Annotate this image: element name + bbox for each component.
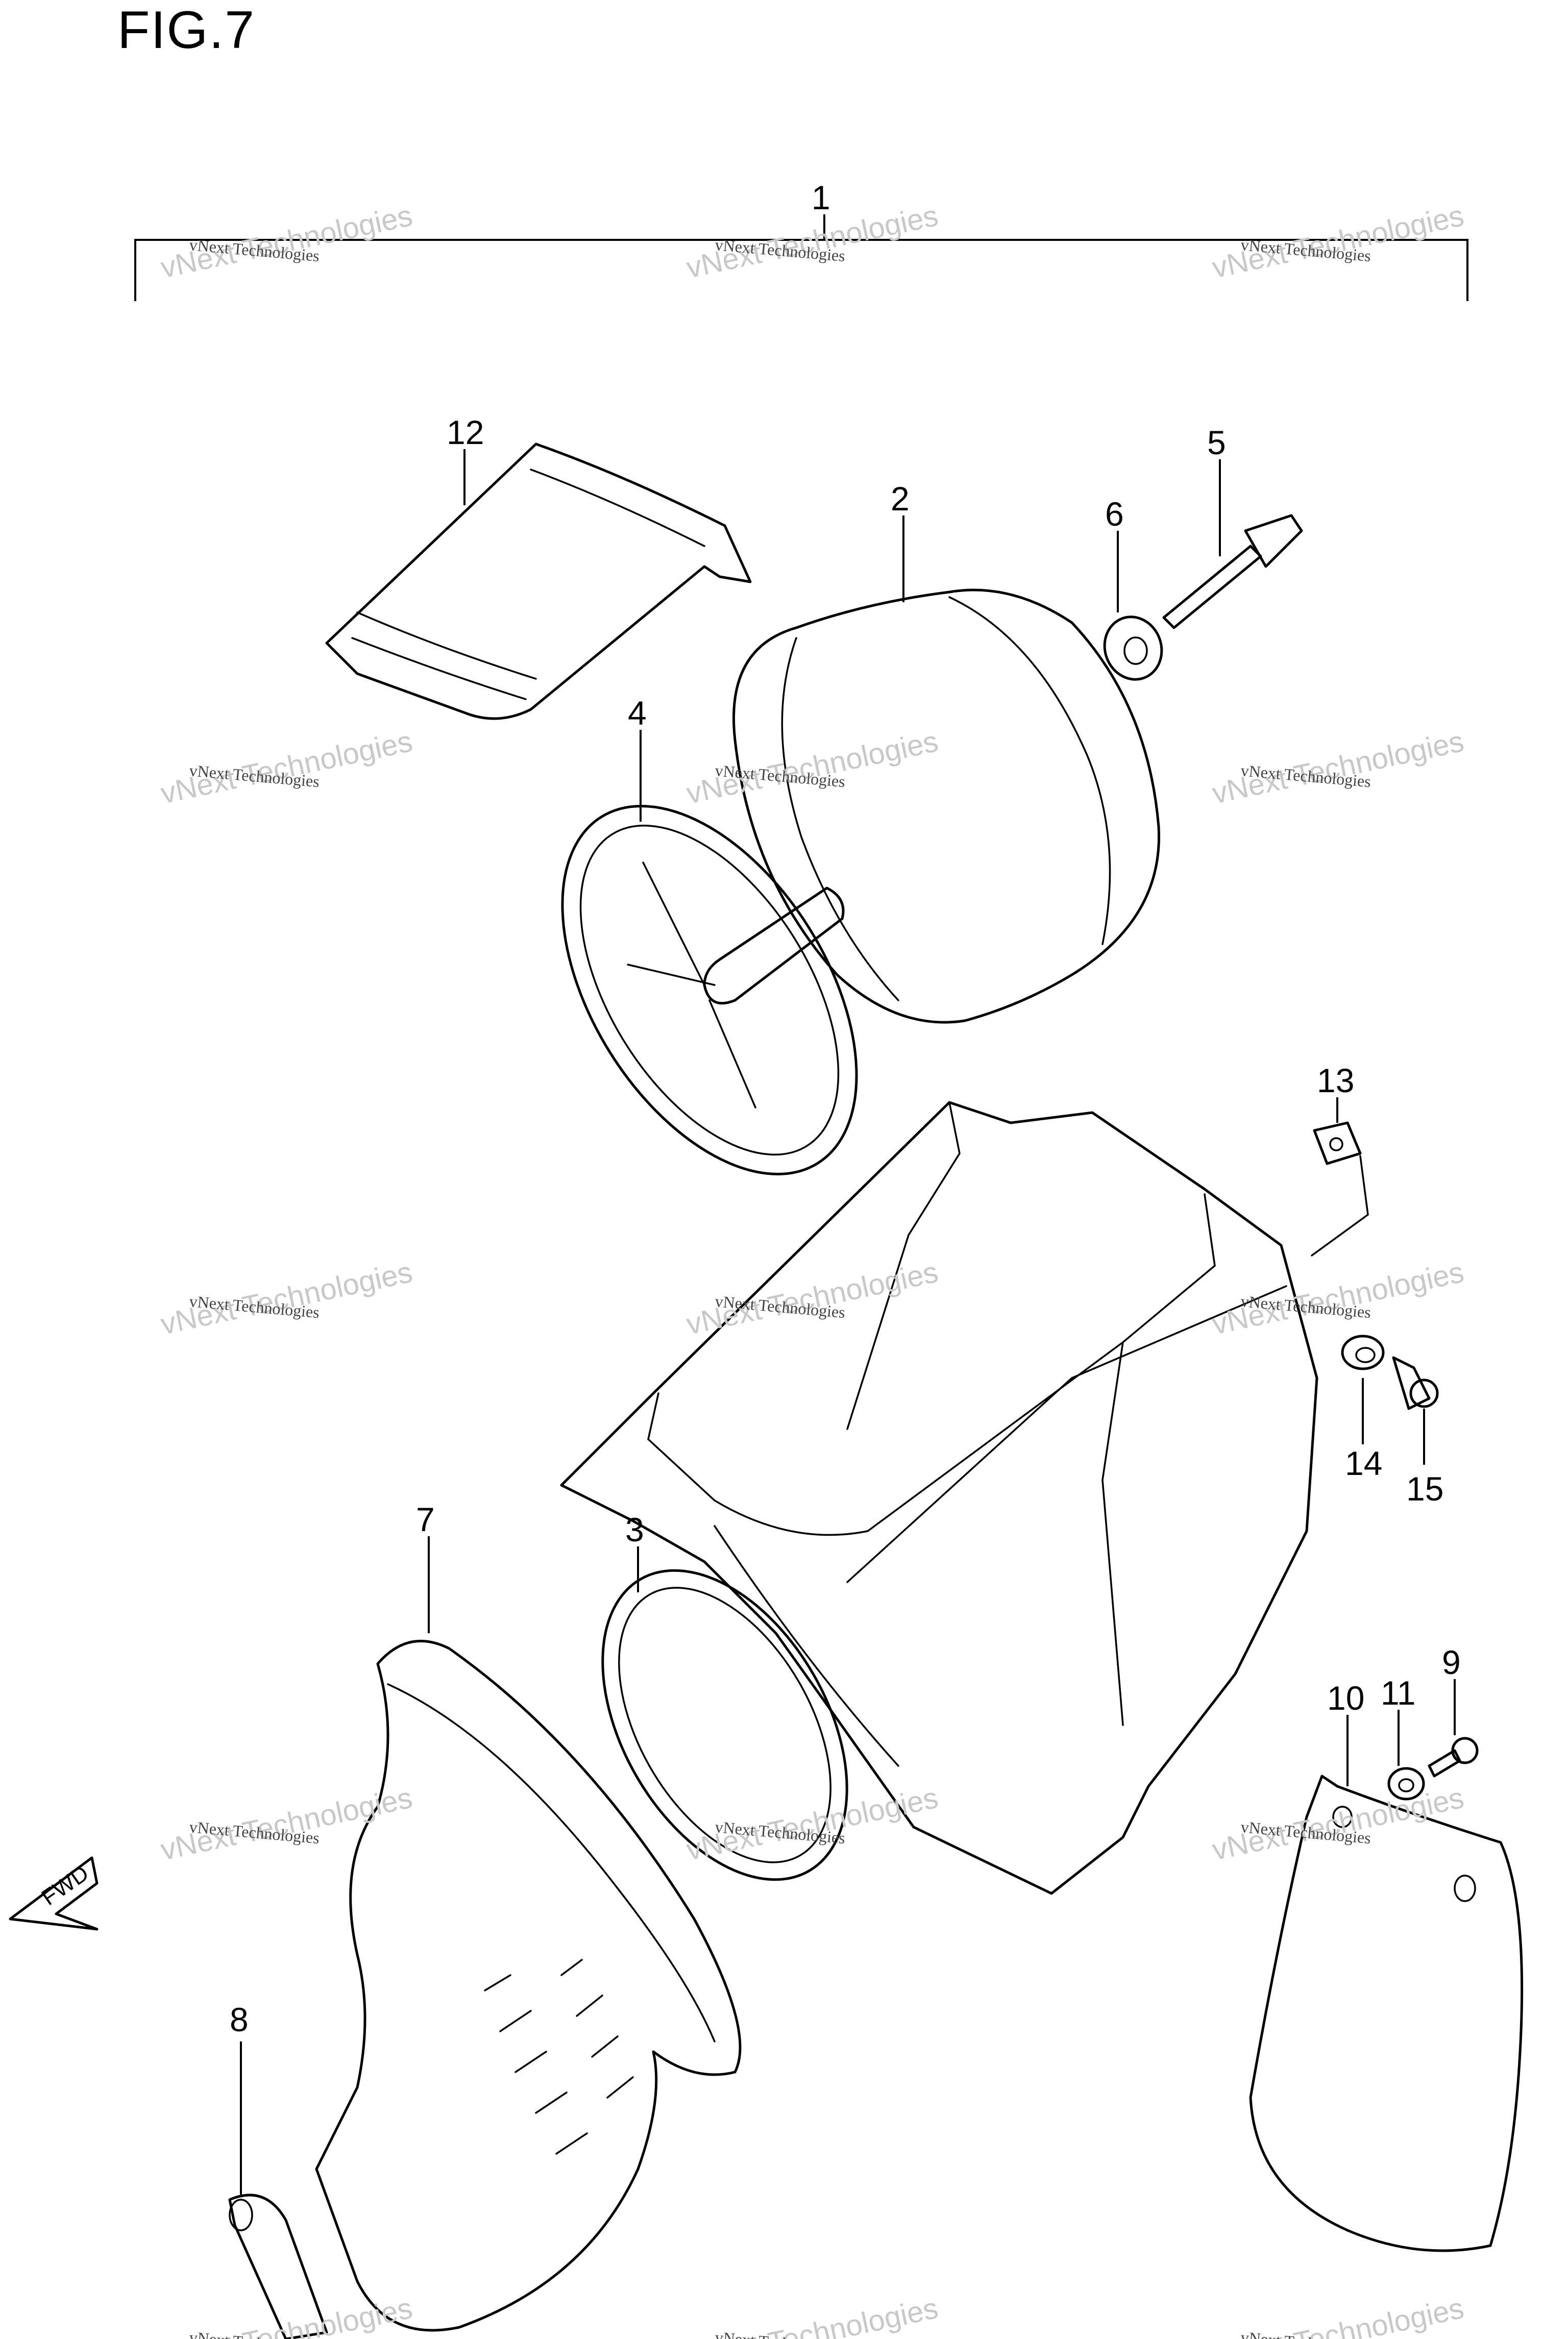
figure-title: FIG.7 (117, 1, 256, 60)
callout-3: 3 (625, 1511, 644, 1548)
callout-7: 7 (416, 1500, 435, 1538)
fwd-label: FWD (37, 1861, 93, 1911)
callout-12: 12 (447, 413, 484, 451)
callout-9: 9 (1442, 1643, 1461, 1681)
callout-5: 5 (1207, 424, 1226, 461)
part-9-screw (1428, 1679, 1479, 1778)
part-3-sealing-ring (601, 1546, 848, 1881)
callout-6: 6 (1105, 495, 1124, 533)
fwd-direction-arrow: FWD (9, 1856, 99, 1931)
air-box-housing (560, 1101, 1318, 1895)
part-7-intake-boot (315, 1536, 742, 2332)
part-2-filter-element (732, 515, 1161, 1024)
assembly-bracket (134, 214, 1468, 301)
part-5-bolt (1162, 459, 1303, 629)
callout-10: 10 (1327, 1679, 1364, 1717)
callout-14: 14 (1345, 1444, 1382, 1482)
callout-1: 1 (812, 179, 830, 216)
callout-8: 8 (230, 2001, 249, 2038)
callout-4: 4 (628, 694, 647, 732)
callout-2: 2 (891, 480, 910, 518)
part-15-bolt (1392, 1356, 1439, 1465)
part-14-grommet (1341, 1335, 1385, 1444)
callout-15: 15 (1406, 1470, 1443, 1508)
callout-11: 11 (1381, 1674, 1416, 1712)
part-4-filter-cage (561, 730, 858, 1175)
part-10-side-cover (1249, 1715, 1524, 2252)
callout-13: 13 (1317, 1062, 1354, 1099)
part-13-clip (1311, 1097, 1369, 1257)
part-6-collar (1103, 531, 1163, 681)
part-12-cover-plate (325, 442, 752, 720)
part-8-clamp (228, 2041, 328, 2339)
part-11-collar (1387, 1710, 1425, 1801)
